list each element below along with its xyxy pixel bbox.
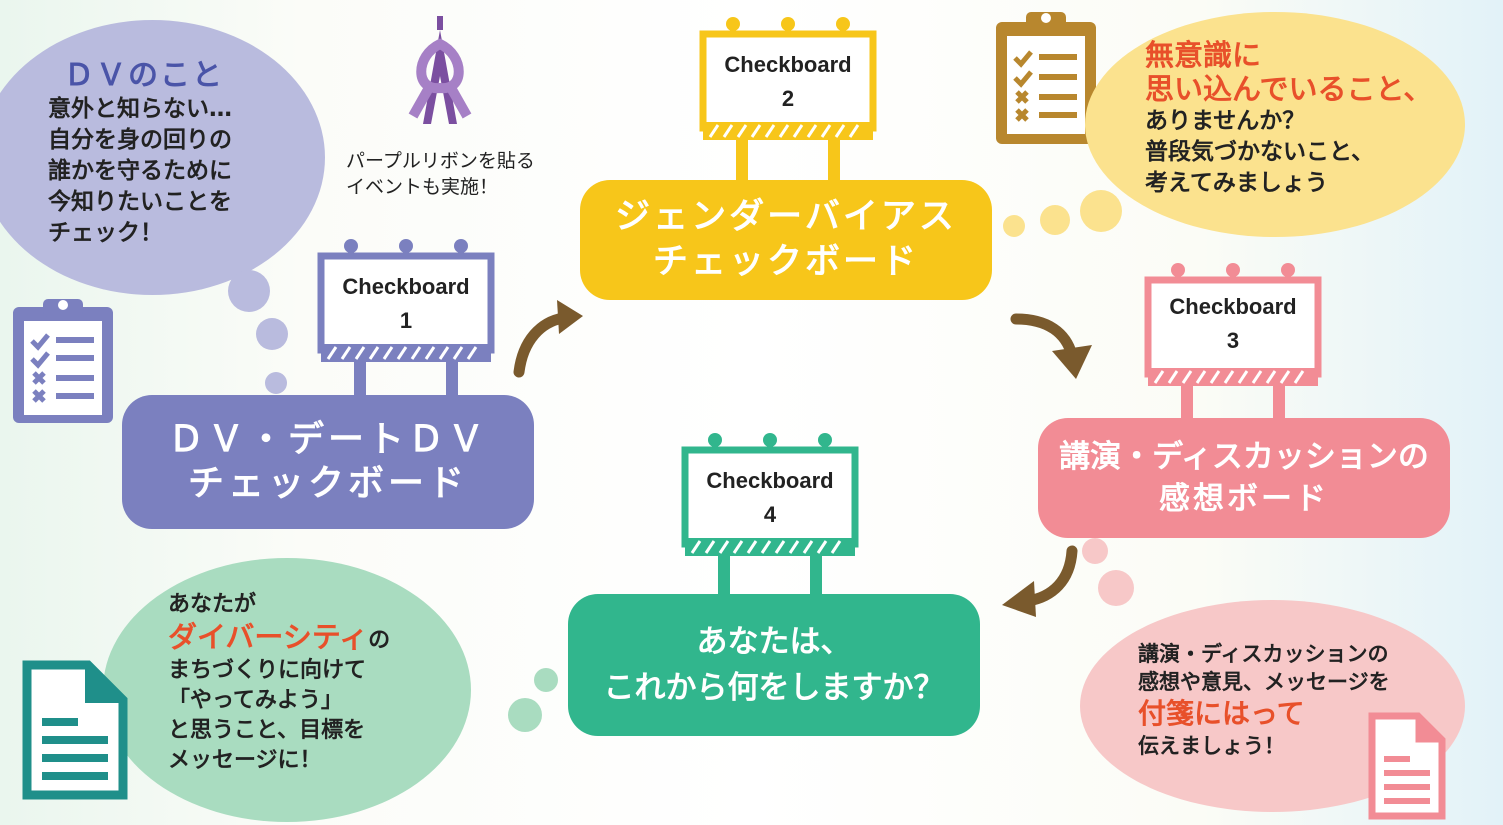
gender-bias-station: ジェンダーバイアス チェックボード bbox=[580, 180, 992, 300]
billboard-icon bbox=[699, 17, 877, 182]
future-bubble-line: 「やってみよう」 bbox=[168, 688, 343, 713]
curved-arrow-icon bbox=[1010, 313, 1092, 379]
clipboard-icon bbox=[996, 12, 1096, 144]
billboard-title: Checkboard bbox=[342, 274, 470, 299]
future-bubble-line: と思うこと、目標を bbox=[168, 718, 366, 743]
future-bubble-line: あなたが bbox=[168, 592, 257, 617]
dv-bubble-line: チェック！ bbox=[48, 220, 163, 246]
billboard-title: Checkboard bbox=[1169, 294, 1297, 319]
future-bubble-accent: ダイバーシティ bbox=[168, 620, 369, 654]
future-bubble-dot bbox=[534, 668, 558, 692]
lecture-impression-station: 講演・ディスカッションの 感想ボード bbox=[1038, 418, 1450, 538]
billboard-icon bbox=[681, 433, 859, 598]
lecture-bubble-dot bbox=[1098, 570, 1134, 606]
dv-bubble-text: ＤＶのこと 意外と知らない… 自分を身の回りの 誰かを守るために 今知りたいこと… bbox=[48, 58, 232, 249]
billboard-number: 3 bbox=[1226, 328, 1240, 353]
gender-bubble-line: 普段気づかないこと、 bbox=[1145, 139, 1375, 165]
billboard-number: 1 bbox=[399, 308, 413, 333]
ribbon-caption: パープルリボンを貼る イベントも実施！ bbox=[346, 148, 535, 200]
future-action-station: あなたは、 これから何をしますか？ bbox=[568, 594, 980, 736]
document-icon bbox=[22, 660, 128, 800]
purple-ribbon-tower-icon bbox=[408, 16, 472, 124]
gender-bubble-accent: 無意識に bbox=[1145, 38, 1262, 72]
dv-speech-bubble bbox=[0, 20, 325, 295]
dv-bubble-title: ＤＶのこと bbox=[64, 58, 224, 93]
future-bubble-accent-suffix: の bbox=[368, 628, 391, 653]
curved-arrow-icon bbox=[1002, 545, 1078, 617]
dv-bubble-dot bbox=[256, 318, 288, 350]
billboard-3-label: Checkboard 3 bbox=[1152, 290, 1314, 358]
lecture-bubble-line: 感想や意見、メッセージを bbox=[1138, 670, 1390, 694]
gender-bubble-accent: 思い込んでいること、 bbox=[1145, 72, 1433, 106]
curved-arrow-icon bbox=[513, 300, 583, 378]
future-bubble-text: あなたが ダイバーシティの まちづくりに向けて 「やってみよう」 と思うこと、目… bbox=[168, 590, 390, 776]
gender-bubble-dot bbox=[1040, 205, 1070, 235]
billboard-4-label: Checkboard 4 bbox=[689, 464, 851, 532]
gender-station-line2: チェックボード bbox=[652, 242, 919, 282]
billboard-number: 4 bbox=[763, 502, 777, 527]
dv-bubble-dot bbox=[228, 270, 270, 312]
dv-bubble-line: 今知りたいことを bbox=[48, 189, 232, 215]
dv-bubble-line: 自分を身の回りの bbox=[48, 127, 232, 153]
lecture-bubble-accent: 付箋にはって bbox=[1138, 697, 1305, 730]
billboard-2-label: Checkboard 2 bbox=[707, 48, 869, 116]
ribbon-caption-line: パープルリボンを貼る bbox=[346, 150, 535, 172]
future-bubble-line: まちづくりに向けて bbox=[168, 658, 367, 683]
future-station-line1: あなたは、 bbox=[696, 624, 852, 660]
dv-check-board-station: ＤＶ・デートＤＶ チェックボード bbox=[122, 395, 534, 529]
document-icon bbox=[1368, 712, 1446, 820]
gender-bubble-dot bbox=[1080, 190, 1122, 232]
lecture-bubble-line: 講演・ディスカッションの bbox=[1138, 642, 1389, 666]
gender-bubble-dot bbox=[1003, 215, 1025, 237]
billboard-title: Checkboard bbox=[706, 468, 834, 493]
gender-bubble-text: 無意識に 思い込んでいること、 ありませんか？ 普段気づかないこと、 考えてみま… bbox=[1145, 38, 1432, 199]
dv-bubble-dot bbox=[265, 372, 287, 394]
lecture-bubble-dot bbox=[1082, 538, 1108, 564]
gender-bubble-line: 考えてみましょう bbox=[1145, 170, 1328, 196]
ribbon-caption-line: イベントも実施！ bbox=[346, 176, 499, 198]
gender-speech-bubble bbox=[1085, 12, 1465, 237]
future-bubble-line: メッセージに！ bbox=[168, 748, 322, 773]
billboard-title: Checkboard bbox=[724, 52, 852, 77]
billboard-icon bbox=[317, 239, 495, 398]
dv-bubble-line: 意外と知らない… bbox=[48, 96, 232, 122]
lecture-bubble-line: 伝えましょう！ bbox=[1138, 734, 1285, 758]
future-speech-bubble bbox=[103, 558, 471, 822]
clipboard-icon bbox=[13, 299, 113, 423]
future-station-line2: これから何をしますか？ bbox=[603, 670, 945, 706]
lecture-station-line1: 講演・ディスカッションの bbox=[1059, 439, 1429, 475]
gender-station-line1: ジェンダーバイアス bbox=[615, 197, 957, 237]
lecture-bubble-text: 講演・ディスカッションの 感想や意見、メッセージを 付箋にはって 伝えましょう！ bbox=[1138, 640, 1390, 760]
dv-station-line1: ＤＶ・デートＤＶ bbox=[167, 419, 488, 460]
dv-bubble-line: 誰かを守るために bbox=[48, 158, 232, 184]
future-bubble-accent-line: ダイバーシティの bbox=[168, 620, 390, 656]
billboard-icon bbox=[1144, 263, 1322, 420]
future-bubble-dot bbox=[508, 698, 542, 732]
billboard-number: 2 bbox=[781, 86, 795, 111]
gender-bubble-line: ありませんか？ bbox=[1145, 108, 1306, 134]
dv-station-line2: チェックボード bbox=[187, 463, 468, 504]
lecture-station-line2: 感想ボード bbox=[1159, 481, 1329, 517]
billboard-1-label: Checkboard 1 bbox=[325, 270, 487, 338]
